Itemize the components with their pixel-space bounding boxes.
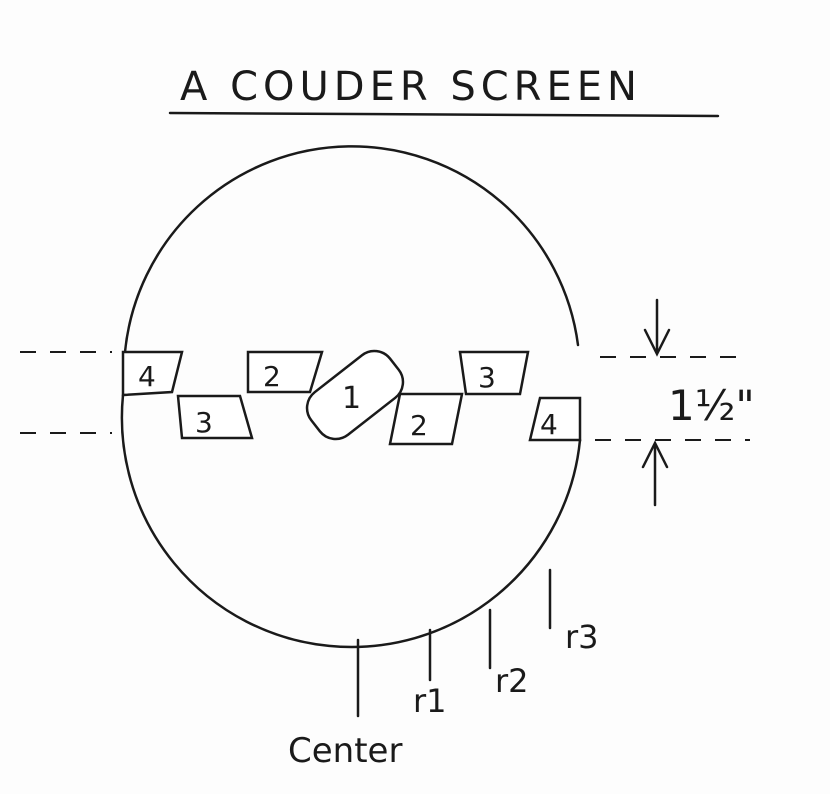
title-underline: [168, 111, 720, 118]
svg-text:4: 4: [540, 408, 558, 441]
dimension-arrows: [641, 298, 671, 507]
svg-text:2: 2: [263, 360, 281, 393]
center-label: Center: [288, 731, 402, 771]
zone-2-right: 2: [388, 392, 464, 446]
svg-text:4: 4: [138, 360, 156, 393]
dimension-label: 1½": [668, 381, 755, 430]
zone-3-right: 3: [458, 350, 530, 396]
zone-4-left: 4: [121, 350, 184, 397]
r3-label: r3: [565, 618, 599, 656]
screen-outline-bottom: [120, 393, 582, 649]
svg-text:2: 2: [410, 409, 428, 442]
screen-outline-top: [123, 145, 580, 354]
svg-text:3: 3: [195, 406, 213, 439]
zone-2-left: 2: [246, 350, 324, 394]
title: A COUDER SCREEN: [180, 64, 642, 110]
zone-3-left: 3: [176, 394, 254, 440]
svg-text:3: 3: [478, 361, 496, 394]
r1-label: r1: [413, 682, 447, 720]
svg-text:1: 1: [342, 381, 361, 416]
zone-4-right: 4: [528, 396, 582, 442]
r2-label: r2: [495, 662, 529, 700]
zone-1-center: 1: [305, 349, 405, 441]
